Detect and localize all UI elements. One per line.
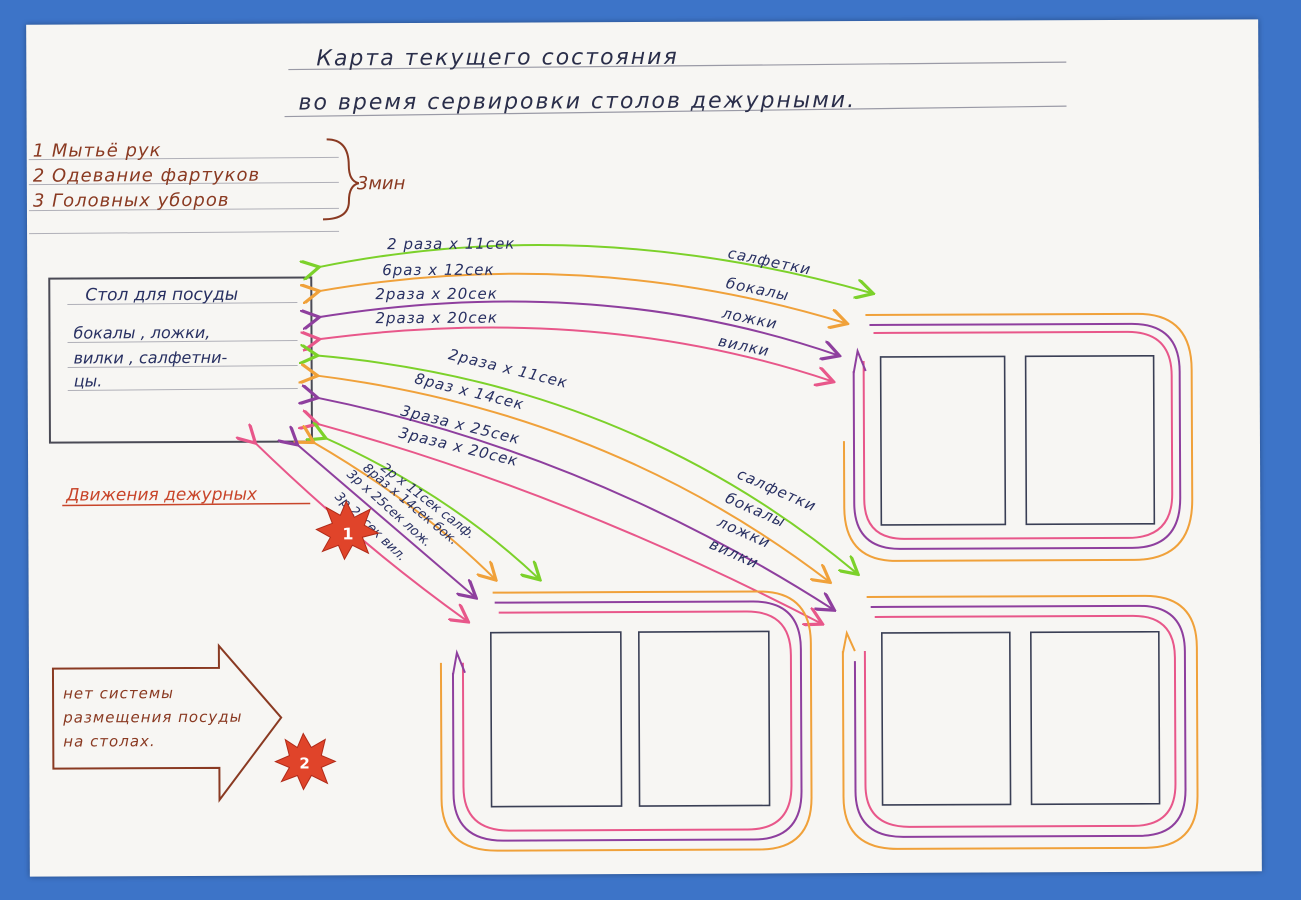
prep-steps: 1 Мытьё рук 2 Одевание фартуков 3 Головн… xyxy=(28,138,406,235)
dish-table-line-2: вилки , салфетни- xyxy=(74,348,228,368)
steps-brace xyxy=(322,138,360,221)
movements-label: Движения дежурных xyxy=(65,485,258,506)
time-label: 6раз х 12сек xyxy=(382,261,494,279)
dish-table: Стол для посуды бокалы , ложки, вилки , … xyxy=(48,276,313,444)
time-label: 2раза х 20сек xyxy=(375,309,498,328)
arrow-napkins-1 xyxy=(317,244,871,296)
table xyxy=(881,631,1012,806)
item-label: салфетки xyxy=(726,244,813,279)
table-group-bottom-right xyxy=(841,594,1199,850)
time-label: 2 раза х 11сек xyxy=(387,235,515,254)
step-3: 3 Головных уборов xyxy=(33,190,230,212)
problem-text-3: на столах. xyxy=(63,732,155,750)
table-group-bottom-left xyxy=(439,590,813,852)
dish-table-line-1: бокалы , ложки, xyxy=(73,323,210,343)
table xyxy=(637,630,771,807)
title-line-2: во время сервировки столов дежурными. xyxy=(298,88,856,115)
table xyxy=(490,631,623,808)
step-2: 2 Одевание фартуков xyxy=(33,165,260,187)
title-underline-1 xyxy=(288,61,1067,71)
title-line-1: Карта текущего состояния xyxy=(316,45,678,72)
problem-arrow-shape xyxy=(51,643,283,803)
value-stream-map: Карта текущего состояния во время сервир… xyxy=(28,45,1199,852)
steps-duration: 3мин xyxy=(357,173,406,194)
star-2-number: 2 xyxy=(299,754,310,772)
step-1: 1 Мытьё рук xyxy=(33,140,162,162)
problem-arrow: нет системы размещения посуды на столах. xyxy=(51,643,283,803)
dish-table-title: Стол для посуды xyxy=(85,285,238,306)
flow-top-right: 2 раза х 11сек 6раз х 12сек 2раза х 20се… xyxy=(317,235,872,383)
problem-star-2: 2 xyxy=(274,732,337,791)
paper-sheet: Карта текущего состояния во время сервир… xyxy=(26,19,1262,877)
title-underline-2 xyxy=(284,105,1067,118)
arrow-glasses-1 xyxy=(317,272,845,325)
table xyxy=(879,355,1007,526)
star-1-number: 1 xyxy=(342,524,353,543)
table xyxy=(1024,354,1156,526)
table-group-top-right xyxy=(842,312,1194,562)
problem-text-1: нет системы xyxy=(63,684,174,702)
dish-table-line-3: цы. xyxy=(74,371,103,390)
time-label: 2раза х 20сек xyxy=(375,285,498,304)
problem-text-2: размещения посуды xyxy=(62,708,242,727)
problem-star-1: 1 xyxy=(315,500,380,561)
table xyxy=(1030,630,1161,806)
